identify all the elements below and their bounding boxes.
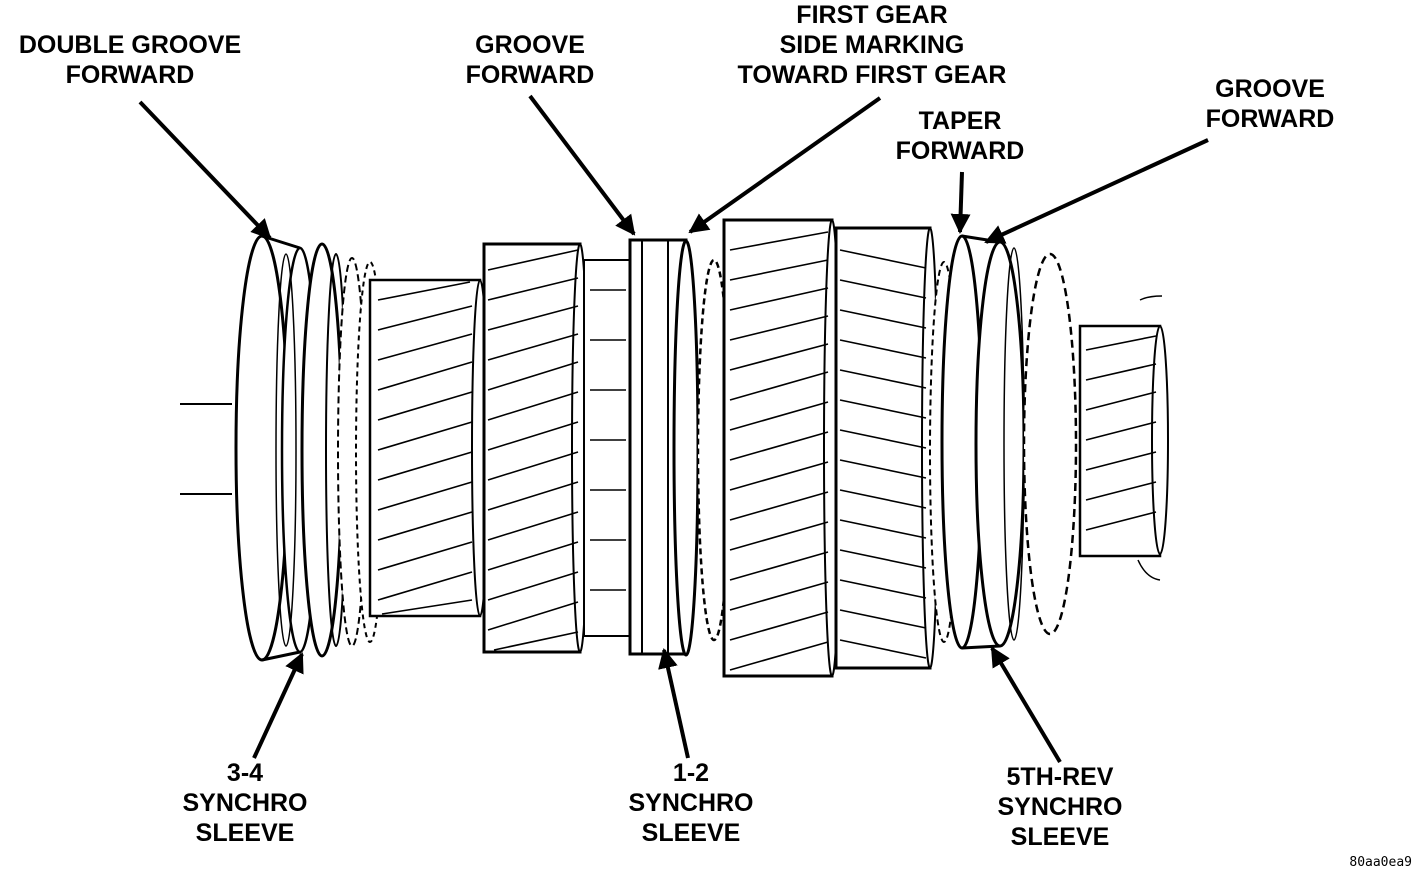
label-first-gear-side-marking: FIRST GEAR SIDE MARKING TOWARD FIRST GEA…	[737, 1, 1007, 89]
arrow-taper	[950, 171, 971, 234]
arrow-groove-right	[984, 138, 1209, 244]
synchro-sleeve-3-4	[234, 234, 385, 662]
arrow-groove-center	[528, 94, 636, 236]
output-gear	[1078, 295, 1169, 581]
synchro-hub-center	[583, 259, 631, 637]
label-1-2-synchro-sleeve: 1-2 SYNCHRO SLEEVE	[628, 759, 754, 847]
synchro-sleeve-5th-rev	[929, 234, 1078, 650]
arrow-first-gear-marking	[688, 96, 882, 234]
label-5th-rev-synchro-sleeve: 5TH-REV SYNCHRO SLEEVE	[997, 763, 1123, 851]
helical-gear-left	[368, 278, 489, 618]
helical-gear-first	[722, 218, 841, 678]
arrow-synchro-3-4	[252, 652, 304, 759]
left-shaft-stub	[180, 403, 232, 495]
label-taper-forward: TAPER FORWARD	[895, 107, 1025, 165]
synchro-sleeve-1-2	[628, 238, 700, 657]
label-groove-forward-center: GROOVE FORWARD	[465, 31, 595, 89]
leader-arrows	[138, 94, 1209, 764]
label-3-4-synchro-sleeve: 3-4 SYNCHRO SLEEVE	[182, 759, 308, 847]
helical-gear-second	[482, 242, 589, 654]
arrow-synchro-1-2	[658, 648, 690, 759]
arrow-synchro-5th-rev	[990, 646, 1062, 764]
figure-code: 80aa0ea9	[1349, 855, 1412, 870]
label-double-groove-forward: DOUBLE GROOVE FORWARD	[18, 31, 242, 89]
arrow-double-groove	[138, 100, 272, 240]
helical-gear-reverse	[834, 226, 939, 670]
label-groove-forward-right: GROOVE FORWARD	[1205, 75, 1335, 133]
